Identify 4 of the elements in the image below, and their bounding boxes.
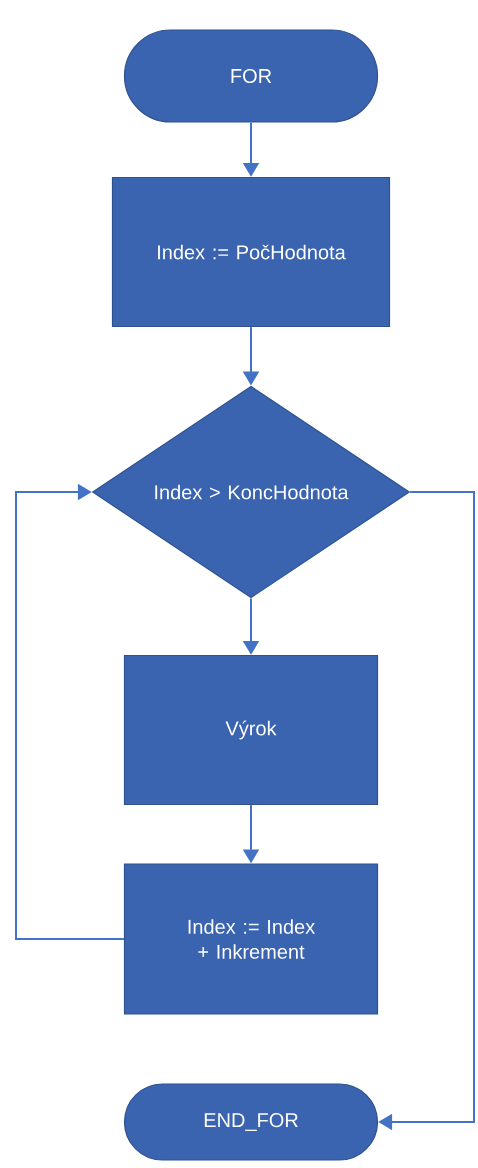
process-box: Index := Index + Inkrement	[123, 863, 379, 1015]
process-box: Index := PočHodnota	[111, 176, 391, 328]
process-box: Výrok	[123, 654, 379, 806]
arrow	[15, 483, 125, 940]
